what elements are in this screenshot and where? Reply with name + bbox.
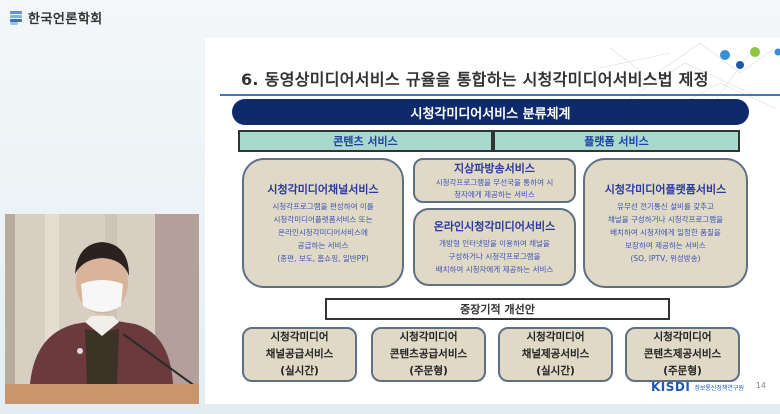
card-title: 온라인시청각미디어서비스 [433, 220, 556, 233]
presentation-slide: 6. 동영상미디어서비스 규율을 통합하는 시청각미디어서비스법 제정 시청각미… [205, 38, 780, 404]
card-desc-line: 배치하여 시청자에게 제공하는 서비스 [435, 265, 554, 274]
kisdi-footer: KISDI 정보통신정책연구원 [651, 380, 744, 394]
network-decoration-icon [599, 42, 780, 114]
long-term-plan-label: 중장기적 개선안 [325, 298, 670, 320]
kisdi-org-name: 정보통신정책연구원 [694, 384, 744, 392]
card-title: 지상파방송서비스 [454, 162, 535, 175]
card-channel-service: 시청각미디어채널서비스 시청각프로그램을 편성하여 이를 시청각미디어플랫폼서비… [242, 158, 404, 288]
category-platform-services: 플랫폼 서비스 [493, 130, 740, 152]
sub-service-line: 시청각미디어 [270, 331, 329, 343]
slide-title: 6. 동영상미디어서비스 규율을 통합하는 시청각미디어서비스법 제정 [241, 70, 709, 89]
card-desc-line: 배치하여 시청자에게 일정한 품질을 [610, 228, 721, 237]
card-platform-service: 시청각미디어플랫폼서비스 유무선 전기통신 설비를 갖추고 채널을 구성하거나 … [583, 158, 748, 288]
card-desc: 시청각프로그램을 편성하여 이를 시청각미디어플랫폼서비스 또는 온라인시청각미… [272, 200, 373, 265]
sub-service-line: 콘텐츠제공서비스 [643, 348, 722, 360]
sub-service-line: (주문형) [409, 365, 448, 377]
sub-service-line: 시청각미디어 [653, 331, 712, 343]
sub-service-line: (실시간) [280, 365, 319, 377]
card-desc-line: 시청각프로그램을 편성하여 이를 [272, 202, 374, 211]
card-desc-line: 보장하여 제공하는 서비스 [625, 241, 706, 250]
sub-service-channel-supply: 시청각미디어 채널공급서비스 (실시간) [242, 327, 357, 382]
card-desc-line: 시청각프로그램을 무선국을 통하여 시 [435, 178, 554, 187]
sub-service-line: 채널공급서비스 [265, 348, 334, 360]
category-content-services: 콘텐츠 서비스 [238, 130, 493, 152]
brand-name: 한국언론학회 [28, 12, 103, 27]
card-desc: 유무선 전기통신 설비를 갖추고 채널을 구성하거나 시청각프로그램을 배치하여… [608, 200, 723, 265]
card-desc-line: (종편, 보도, 홈쇼핑, 일반PP) [277, 254, 369, 263]
sub-service-line: 콘텐츠공급서비스 [389, 348, 468, 360]
presenter-video [5, 214, 199, 404]
presenter-figure-icon [5, 214, 199, 404]
classification-banner: 시청각미디어서비스 분류체계 [232, 99, 749, 125]
card-desc-line: 구성하거나 시청각프로그램을 [448, 252, 541, 261]
sub-service-content-provision: 시청각미디어 콘텐츠제공서비스 (주문형) [625, 327, 740, 382]
card-desc-line: (SO, IPTV, 위성방송) [630, 254, 701, 263]
card-desc-line: 유무선 전기통신 설비를 갖추고 [617, 202, 714, 211]
sub-service-line: 시청각미디어 [526, 331, 585, 343]
card-desc-line: 온라인시청각미디어서비스에 [278, 228, 368, 237]
card-desc-line: 청자에게 제공하는 서비스 [454, 190, 535, 199]
society-logo-icon [10, 10, 22, 25]
sub-service-line: 채널제공서비스 [521, 348, 590, 360]
page-number: 14 [755, 381, 766, 390]
card-desc-line: 채널을 구성하거나 시청각프로그램을 [607, 215, 724, 224]
card-desc-line: 개방형 인터넷망을 이용하여 채널을 [439, 239, 550, 248]
card-title: 시청각미디어플랫폼서비스 [604, 183, 727, 196]
sub-service-line: (주문형) [663, 365, 702, 377]
card-desc-line: 시청각미디어플랫폼서비스 또는 [273, 215, 373, 224]
card-terrestrial-service: 지상파방송서비스 시청각프로그램을 무선국을 통하여 시 청자에게 제공하는 서… [413, 158, 576, 203]
card-desc-line: 공급하는 서비스 [297, 241, 349, 250]
card-title: 시청각미디어채널서비스 [267, 183, 379, 196]
card-online-service: 온라인시청각미디어서비스 개방형 인터넷망을 이용하여 채널을 구성하거나 시청… [413, 208, 576, 286]
kisdi-logo: KISDI [650, 380, 691, 394]
card-desc: 개방형 인터넷망을 이용하여 채널을 구성하거나 시청각프로그램을 배치하여 시… [436, 237, 554, 276]
card-desc: 시청각프로그램을 무선국을 통하여 시 청자에게 제공하는 서비스 [436, 177, 554, 201]
sub-service-channel-provision: 시청각미디어 채널제공서비스 (실시간) [498, 327, 613, 382]
sub-service-line: (실시간) [536, 365, 575, 377]
sub-service-line: 시청각미디어 [399, 331, 458, 343]
sub-service-content-supply: 시청각미디어 콘텐츠공급서비스 (주문형) [371, 327, 486, 382]
title-divider [220, 94, 780, 96]
brand-header: 한국언론학회 [10, 8, 103, 27]
